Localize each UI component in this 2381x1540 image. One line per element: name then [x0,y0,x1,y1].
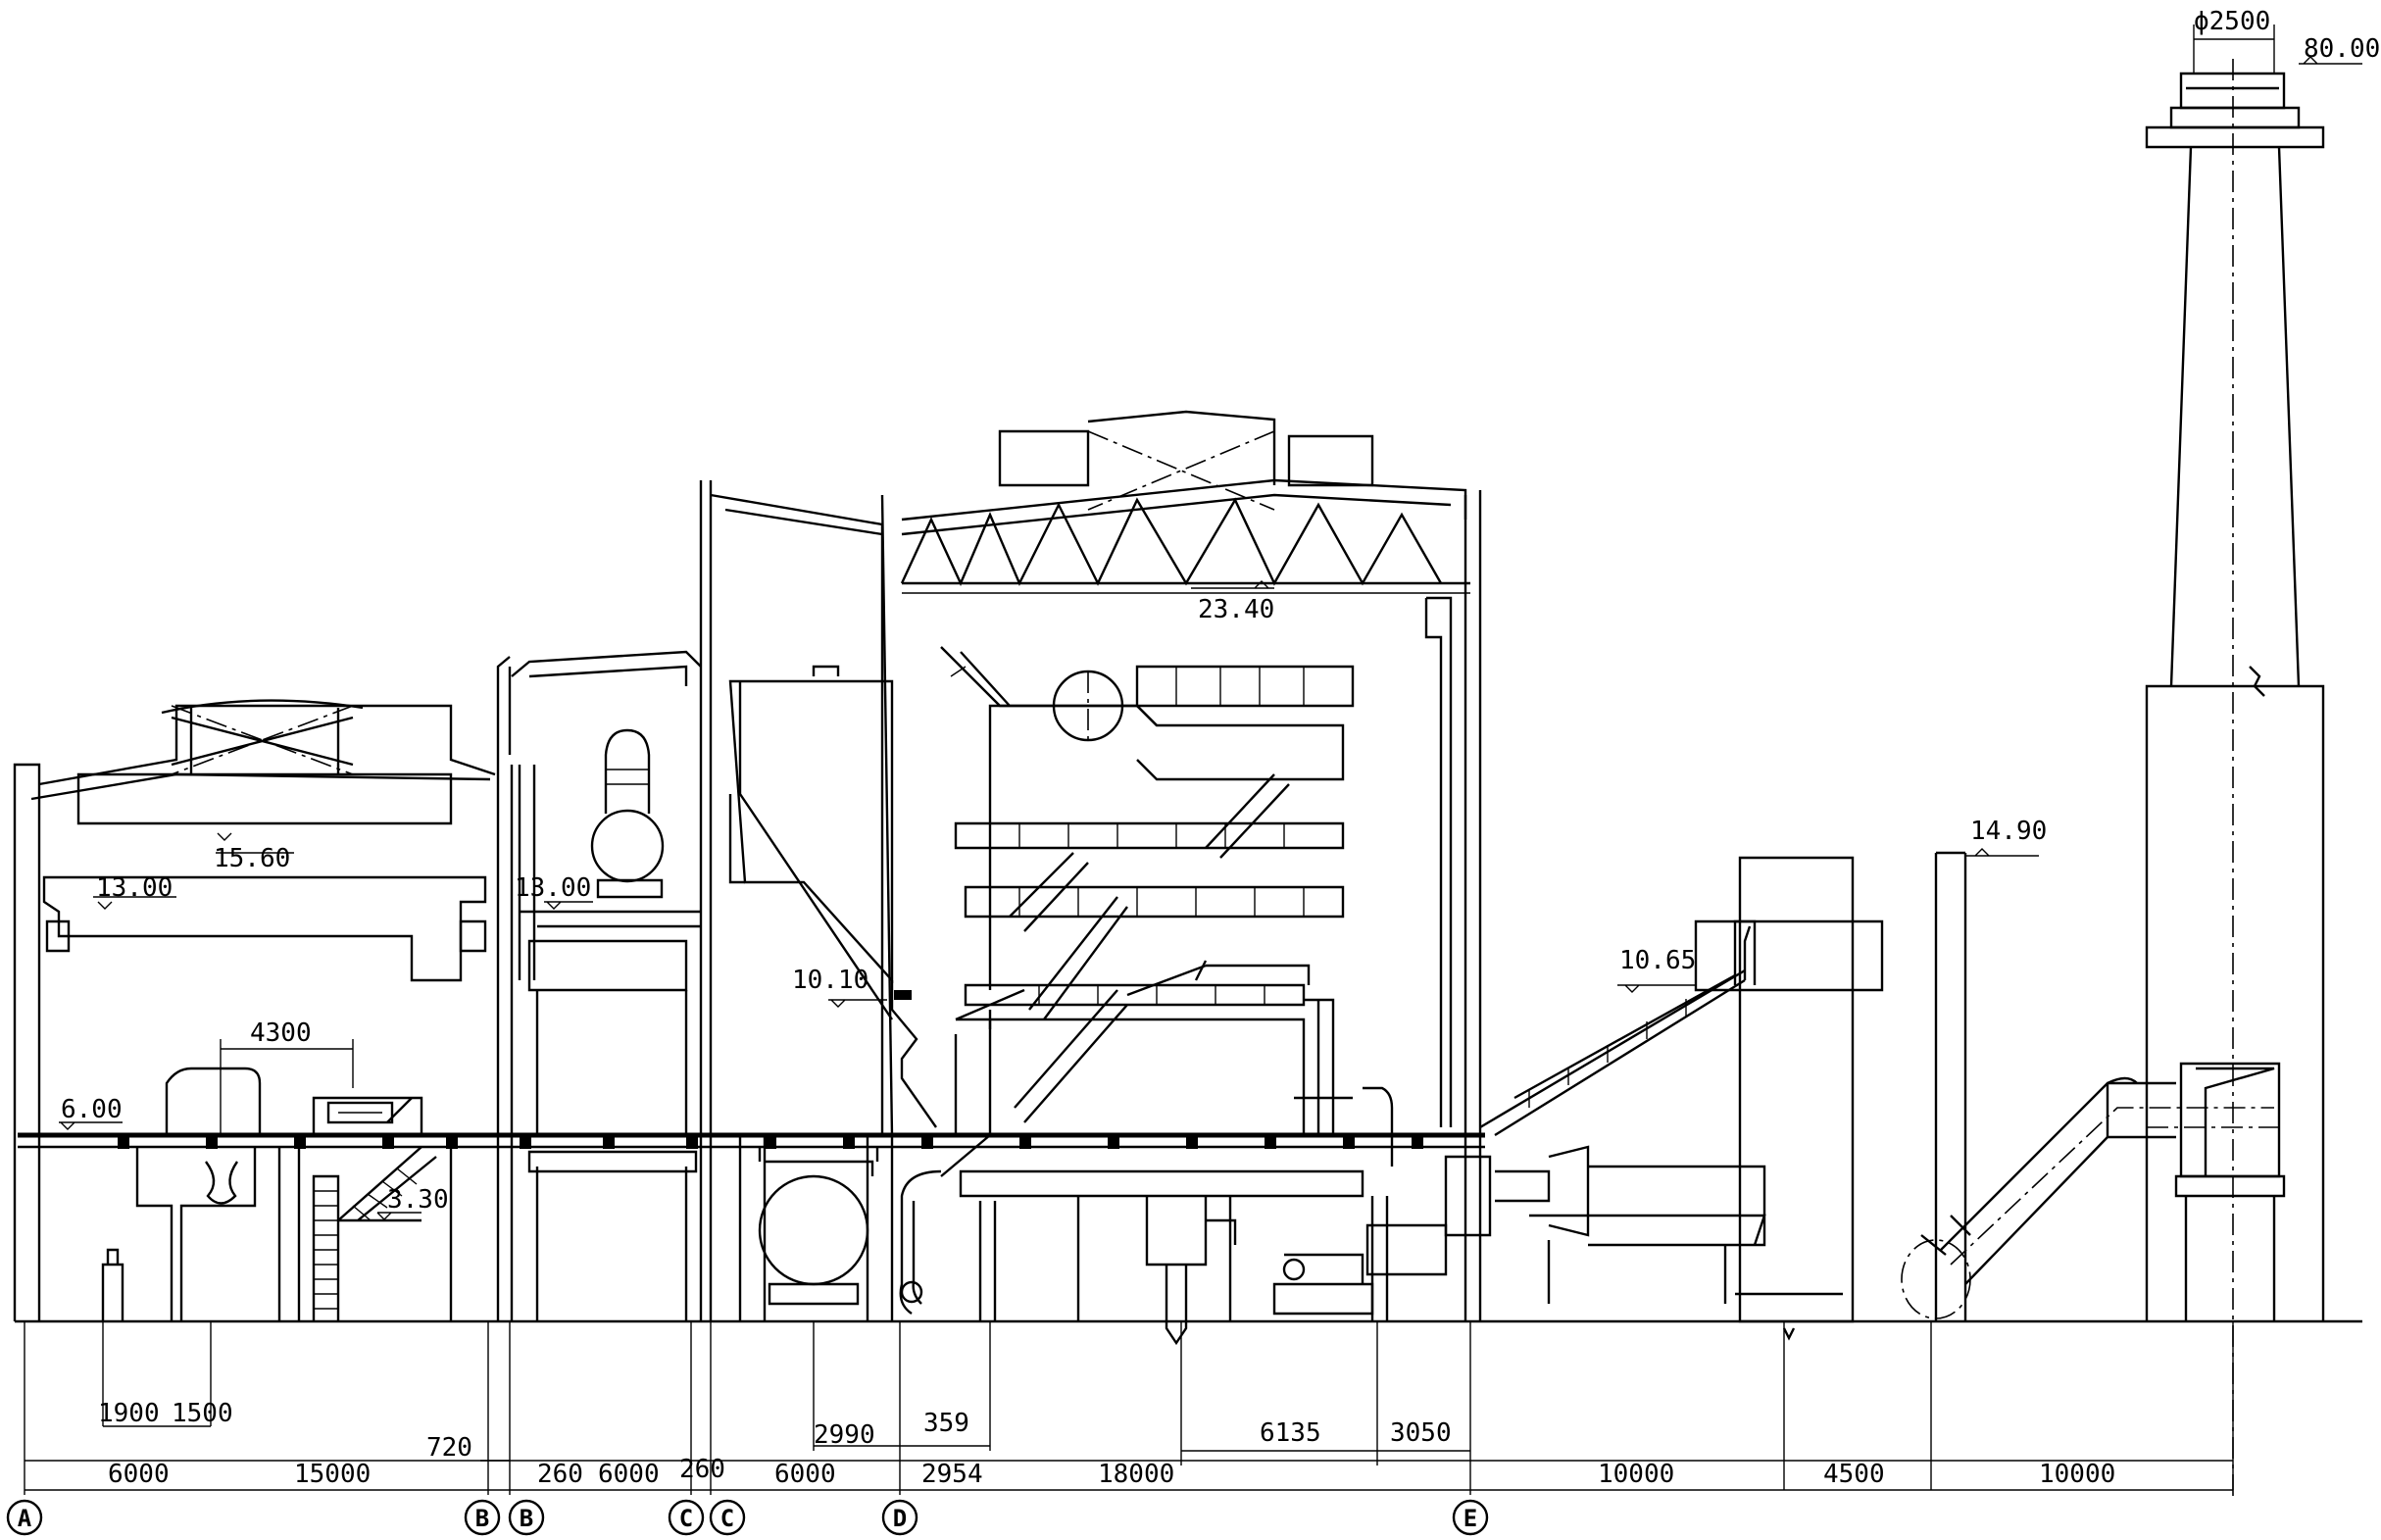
deaerator-bay [496,480,713,1321]
dim-6000-b: 6000 [598,1460,660,1489]
axis-label-e: E [1463,1505,1477,1532]
axis-label-b2: B [520,1505,533,1532]
coal-conveyor [1479,919,1884,1137]
elevation-mezzanine: 3.30 [387,1185,449,1215]
elevation-roof-truss: 23.40 [1198,595,1274,624]
elevation-crane-rail: 13.00 [96,873,173,903]
dim-4500: 4500 [1823,1460,1885,1489]
axis-label-c1: C [679,1505,693,1532]
elevation-conveyor: 10.65 [1619,946,1696,975]
dim-260-b: 260 [679,1455,725,1484]
dim-18000: 18000 [1098,1460,1174,1489]
elevation-flue-duct: 14.90 [1970,817,2047,846]
dim-10000-b: 10000 [2039,1460,2115,1489]
axis-label-d: D [893,1505,907,1532]
precipitator [1495,856,1855,1341]
dim-6000-c: 6000 [774,1460,836,1489]
turbine-hall [13,699,514,1321]
dim-359: 359 [923,1409,969,1438]
dimension-lines [24,25,2275,1495]
boiler-house [710,410,1492,1346]
elevation-marks [59,56,2362,1220]
chimney-diameter-label: ϕ2500 [2194,7,2270,36]
dim-720: 720 [426,1433,472,1463]
dim-4300: 4300 [250,1018,312,1048]
operating-floor [18,1132,1485,1149]
elevation-labels: 80.00 23.40 15.60 13.00 13.00 14.90 10.6… [61,34,2380,1215]
dimension-labels: ϕ2500 4300 1900 1500 720 2990 359 6135 3… [98,7,2270,1489]
axis-bubbles [6,1499,1489,1536]
axis-label-b1: B [475,1505,489,1532]
dim-1900: 1900 [98,1399,160,1428]
dim-1500: 1500 [172,1399,233,1428]
dim-2954: 2954 [921,1460,983,1489]
elevation-operating-floor: 6.00 [61,1095,123,1124]
dim-6135: 6135 [1260,1418,1321,1448]
flue-duct [1901,851,2274,1321]
elevation-deaerator-roof: 15.60 [214,844,290,873]
elevation-coal-bunker: 10.10 [792,966,868,995]
axis-label-a: A [18,1505,32,1532]
dim-2990: 2990 [814,1420,875,1450]
economizer-bands [954,773,1345,1123]
dim-15000: 15000 [294,1460,371,1489]
axis-labels: A B B C C D E [18,1505,1477,1532]
dim-6000-a: 6000 [108,1460,170,1489]
elevation-deaerator-floor: 13.00 [515,873,591,903]
dim-260-a: 260 [537,1460,583,1489]
chimney [2145,59,2325,1500]
elevation-chimney-top: 80.00 [2304,34,2380,64]
dim-3050: 3050 [1390,1418,1452,1448]
dim-10000-a: 10000 [1598,1460,1674,1489]
axis-label-c2: C [720,1505,734,1532]
